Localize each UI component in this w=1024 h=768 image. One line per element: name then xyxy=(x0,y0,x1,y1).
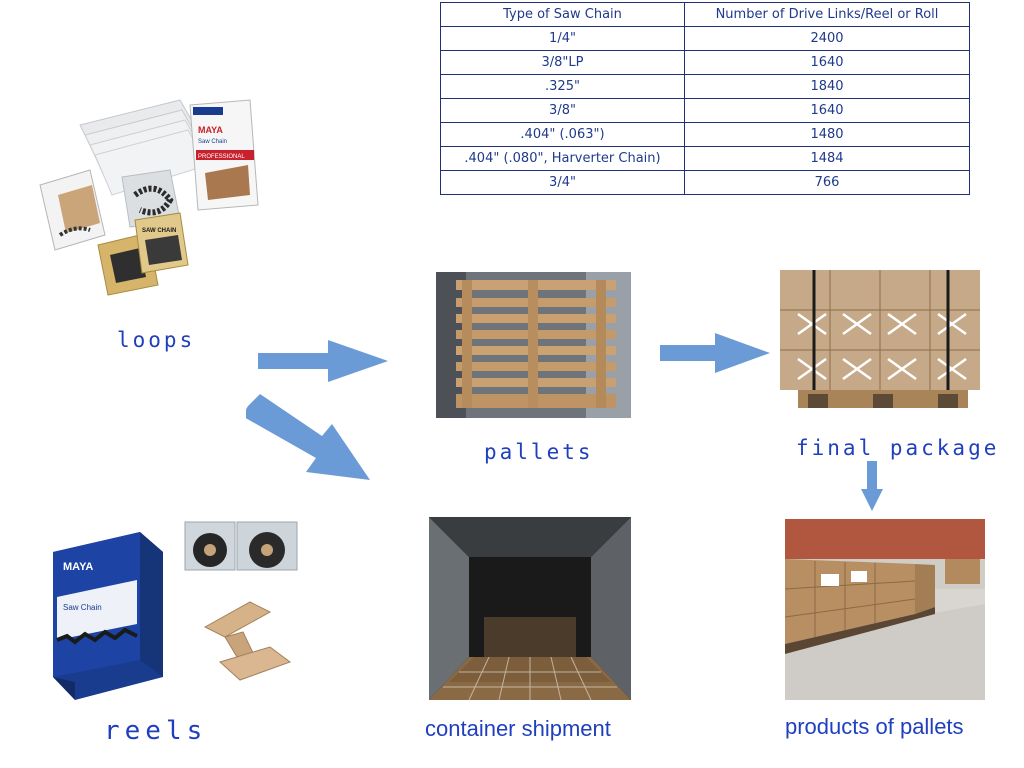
column-header-type: Type of Saw Chain xyxy=(440,2,685,27)
table-header-row: Type of Saw Chain Number of Drive Links/… xyxy=(440,2,970,27)
reels-photo: MAYA Saw Chain xyxy=(45,512,310,702)
wrapped-reels xyxy=(184,521,298,571)
table-cell-links: 1484 xyxy=(684,146,970,171)
caption-container-shipment: container shipment xyxy=(425,716,611,741)
box-professional-label: PROFESSIONAL xyxy=(198,154,245,160)
table-cell-type: 3/8" xyxy=(440,98,685,123)
box-subtitle: Saw Chain xyxy=(198,139,227,145)
table-cell-type: 1/4" xyxy=(440,26,685,51)
wooden-reel xyxy=(203,601,292,681)
saw-chain-table: Type of Saw Chain Number of Drive Links/… xyxy=(440,2,970,195)
bag-label: SAW CHAIN xyxy=(142,228,176,234)
table-row: .325" 1840 xyxy=(440,74,970,99)
reel-box-subtitle: Saw Chain xyxy=(63,603,102,612)
table-cell-type: 3/8"LP xyxy=(440,50,685,75)
table-cell-links: 1640 xyxy=(684,50,970,75)
loops-photo: MAYA Saw Chain PROFESSIONAL xyxy=(30,95,270,300)
table-cell-type: .404" (.080", Harverter Chain) xyxy=(440,146,685,171)
saw-chain-bag: SAW CHAIN xyxy=(134,212,189,274)
final-package-photo xyxy=(778,264,985,414)
pallets-photo xyxy=(436,272,631,418)
products-of-pallets-photo xyxy=(785,519,985,700)
down-right-arrow-icon xyxy=(246,394,370,480)
table-row: .404" (.080", Harverter Chain) 1484 xyxy=(440,146,970,171)
table-row: 3/4" 766 xyxy=(440,170,970,195)
down-arrow-icon xyxy=(861,461,883,511)
maya-professional-box: MAYA Saw Chain PROFESSIONAL xyxy=(189,99,259,211)
maya-reel-box: MAYA Saw Chain xyxy=(53,532,163,700)
blister-trays xyxy=(79,99,209,196)
caption-loops: loops xyxy=(117,328,196,352)
table-cell-links: 1480 xyxy=(684,122,970,147)
caption-pallets: pallets xyxy=(484,440,594,464)
table-cell-links: 1640 xyxy=(684,98,970,123)
table-row: 3/8"LP 1640 xyxy=(440,50,970,75)
column-header-drive-links: Number of Drive Links/Reel or Roll xyxy=(684,2,970,27)
warehouse-boxes xyxy=(785,559,980,654)
container-shipment-photo xyxy=(429,517,631,700)
table-cell-links: 766 xyxy=(684,170,970,195)
bagged-chain xyxy=(121,169,181,228)
table-cell-type: .404" (.063") xyxy=(440,122,685,147)
container-boxes xyxy=(429,617,631,700)
right-arrow-icon xyxy=(258,340,388,382)
box-logo: MAYA xyxy=(198,125,223,135)
table-row: 1/4" 2400 xyxy=(440,26,970,51)
wrapped-pallet xyxy=(780,270,980,408)
table-row: .404" (.063") 1480 xyxy=(440,122,970,147)
wooden-pallet-stack xyxy=(456,280,616,408)
reel-box-logo: MAYA xyxy=(63,561,93,573)
right-arrow-icon xyxy=(660,333,770,373)
caption-final-package: final package xyxy=(796,436,1000,460)
table-row: 3/8" 1640 xyxy=(440,98,970,123)
table-cell-links: 1840 xyxy=(684,74,970,99)
table-cell-type: .325" xyxy=(440,74,685,99)
table-cell-links: 2400 xyxy=(684,26,970,51)
table-cell-type: 3/4" xyxy=(440,170,685,195)
caption-reels: reels xyxy=(104,716,208,746)
open-chain-box xyxy=(39,169,106,251)
caption-products-of-pallets: products of pallets xyxy=(785,714,964,739)
